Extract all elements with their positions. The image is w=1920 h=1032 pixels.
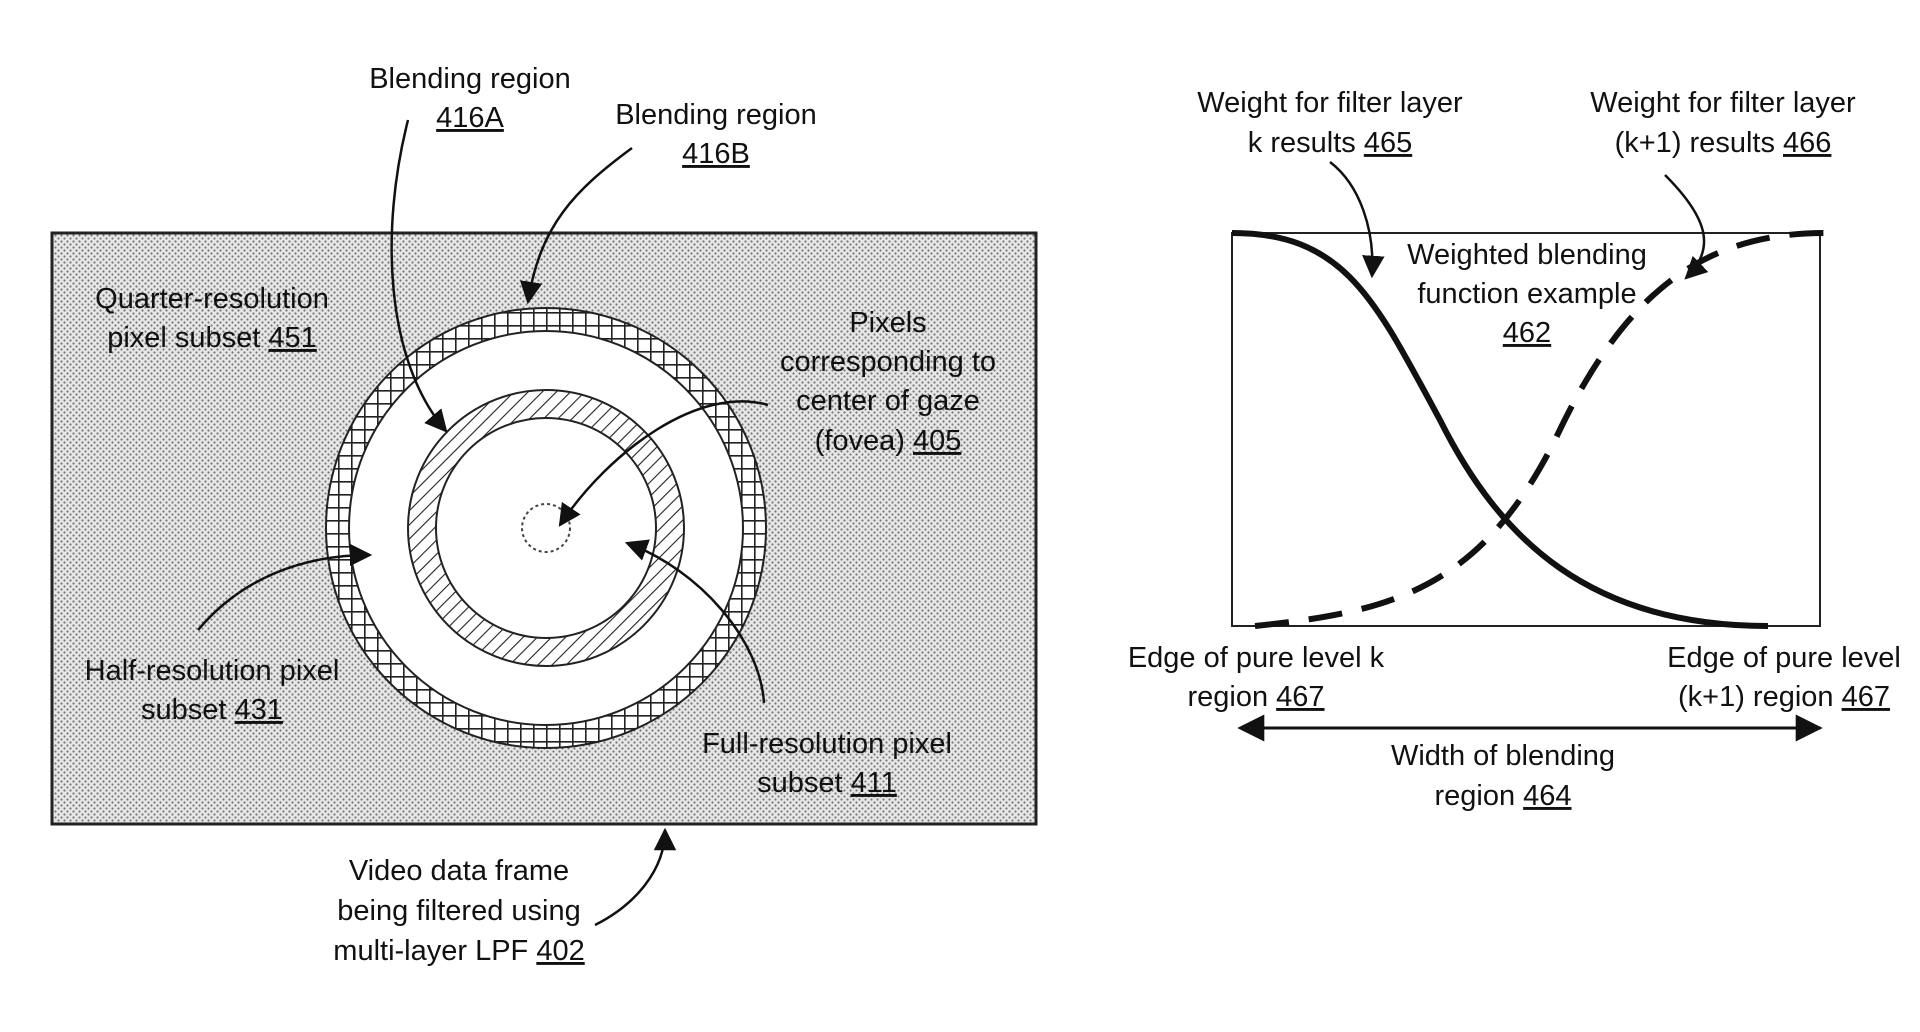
svg-text:being filtered using: being filtered using bbox=[337, 895, 580, 927]
svg-text:region 467: region 467 bbox=[1187, 681, 1324, 713]
svg-text:multi-layer LPF 402: multi-layer LPF 402 bbox=[333, 935, 584, 967]
svg-text:Weighted blending: Weighted blending bbox=[1407, 239, 1647, 271]
label-video-data-frame: Video data frame being filtered using mu… bbox=[333, 855, 584, 967]
svg-text:Full-resolution pixel: Full-resolution pixel bbox=[702, 728, 952, 760]
label-edge-level-k-plus-1: Edge of pure level (k+1) region 467 bbox=[1667, 642, 1901, 713]
svg-text:462: 462 bbox=[1503, 317, 1551, 349]
svg-text:Weight for filter layer: Weight for filter layer bbox=[1197, 87, 1463, 119]
svg-text:Width of blending: Width of blending bbox=[1391, 740, 1615, 772]
svg-text:(k+1) region 467: (k+1) region 467 bbox=[1678, 681, 1890, 713]
svg-text:Blending region: Blending region bbox=[369, 63, 571, 95]
svg-text:416A: 416A bbox=[436, 102, 504, 134]
svg-text:(k+1) results 466: (k+1) results 466 bbox=[1615, 127, 1832, 159]
svg-text:416B: 416B bbox=[682, 138, 750, 170]
label-blending-region-416a: Blending region 416A bbox=[369, 63, 571, 134]
label-blending-region-416b: Blending region 416B bbox=[615, 99, 817, 170]
svg-text:k results 465: k results 465 bbox=[1248, 127, 1412, 159]
svg-text:Edge of pure level k: Edge of pure level k bbox=[1128, 642, 1385, 674]
svg-text:function example: function example bbox=[1417, 278, 1636, 310]
svg-text:Weight for filter layer: Weight for filter layer bbox=[1590, 87, 1856, 119]
label-weight-k: Weight for filter layer k results 465 bbox=[1197, 87, 1463, 159]
svg-text:Pixels: Pixels bbox=[849, 307, 926, 339]
svg-text:center of gaze: center of gaze bbox=[796, 385, 980, 417]
svg-text:Video data frame: Video data frame bbox=[349, 855, 569, 887]
weighted-blending-diagram: Weight for filter layer k results 465 We… bbox=[1128, 87, 1901, 812]
svg-text:Quarter-resolution: Quarter-resolution bbox=[95, 283, 329, 315]
svg-text:(fovea) 405: (fovea) 405 bbox=[815, 425, 962, 457]
label-weight-k-plus-1: Weight for filter layer (k+1) results 46… bbox=[1590, 87, 1856, 159]
svg-text:corresponding to: corresponding to bbox=[780, 346, 996, 378]
svg-text:subset 411: subset 411 bbox=[757, 767, 897, 799]
label-edge-level-k: Edge of pure level k region 467 bbox=[1128, 642, 1385, 713]
svg-text:subset 431: subset 431 bbox=[141, 694, 283, 726]
arrow-video-frame bbox=[595, 830, 665, 925]
video-frame-diagram: Blending region 416A Blending region 416… bbox=[52, 63, 1036, 967]
svg-text:region 464: region 464 bbox=[1434, 780, 1571, 812]
label-width-of-blending-region: Width of blending region 464 bbox=[1391, 740, 1615, 812]
svg-text:Edge of pure level: Edge of pure level bbox=[1667, 642, 1901, 674]
fovea-center-circle bbox=[522, 504, 570, 552]
svg-text:Half-resolution pixel: Half-resolution pixel bbox=[85, 655, 340, 687]
svg-text:pixel subset 451: pixel subset 451 bbox=[107, 322, 317, 354]
svg-text:Blending region: Blending region bbox=[615, 99, 817, 131]
